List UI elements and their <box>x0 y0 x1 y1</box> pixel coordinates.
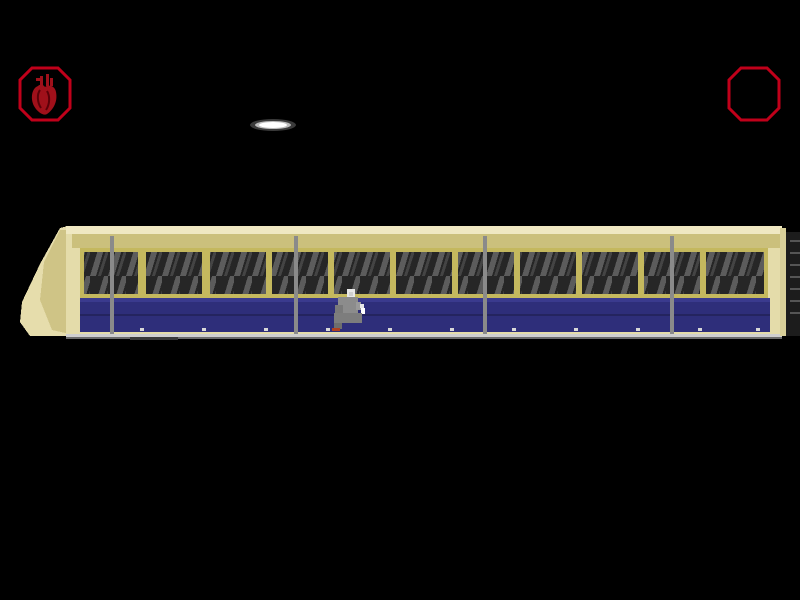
slot-frame <box>727 66 781 122</box>
train-window <box>706 252 764 294</box>
passenger-shoe <box>332 328 340 331</box>
car-floor-shadow <box>66 337 782 339</box>
next-car-grille <box>790 240 800 314</box>
train-nose-shade <box>40 230 70 334</box>
car-coupler <box>130 337 178 340</box>
grab-pole <box>110 236 114 334</box>
ceiling-light <box>249 118 297 132</box>
inventory-slot-empty[interactable] <box>725 64 783 124</box>
train-window <box>210 252 266 294</box>
train-roof-highlight <box>66 226 782 234</box>
passenger-legs <box>334 313 362 323</box>
train-upper-trim <box>72 234 782 248</box>
train-window <box>520 252 576 294</box>
train-window <box>334 252 390 294</box>
next-car <box>786 232 800 336</box>
train-window <box>396 252 452 294</box>
train-window <box>582 252 638 294</box>
seated-passenger[interactable] <box>332 289 365 331</box>
seat-top-edge <box>80 298 770 302</box>
seat-fold <box>80 314 770 316</box>
slot-frame <box>18 66 72 122</box>
car-floor <box>66 334 782 337</box>
grab-pole <box>294 236 298 334</box>
seat-studs <box>140 328 760 331</box>
grab-poles <box>110 236 674 334</box>
subway-car <box>20 226 800 340</box>
anatomical-heart-icon <box>31 74 57 115</box>
train-rear-edge <box>780 228 786 336</box>
passenger-arm <box>356 302 361 310</box>
passenger-hand <box>360 304 364 308</box>
train-windows <box>84 252 764 294</box>
inventory-slot-heart[interactable] <box>16 64 74 124</box>
grab-pole <box>670 236 674 334</box>
grab-pole <box>483 236 487 334</box>
passenger-cup <box>361 308 365 314</box>
train-window <box>146 252 202 294</box>
train-window <box>272 252 328 294</box>
